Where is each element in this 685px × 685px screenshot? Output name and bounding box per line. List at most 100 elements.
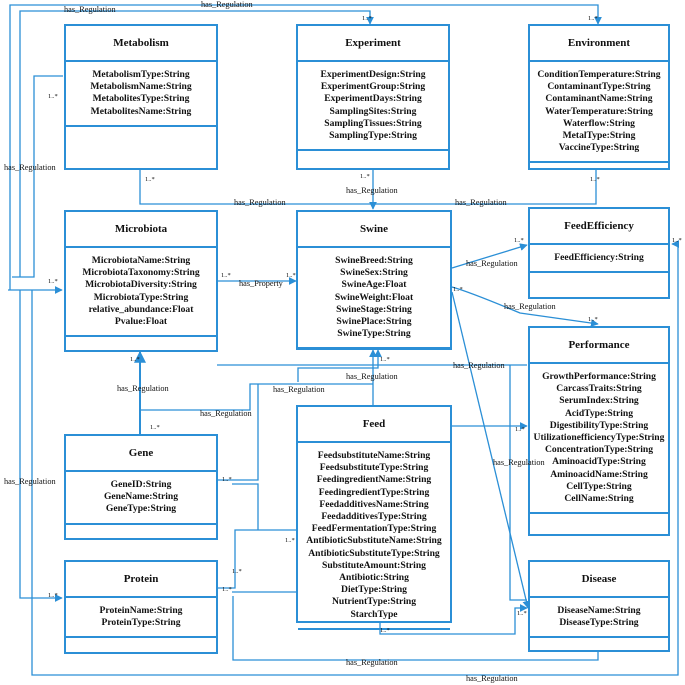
class-environment: Environment ConditionTemperature:String … (528, 24, 670, 170)
multiplicity: 1..* (150, 424, 160, 431)
class-metabolism: Metabolism MetabolismType:String Metabol… (64, 24, 218, 170)
attribute: SamplingTissues:String (324, 117, 422, 129)
multiplicity: 1..* (517, 610, 527, 617)
class-feed: Feed FeedsubstituteName:String Feedsubst… (296, 405, 452, 630)
attribute: ExperimentGroup:String (320, 81, 426, 93)
attribute: CellType:String (566, 480, 632, 492)
relation-label: has_Regulation (346, 658, 398, 667)
attribute-list: ProteinName:String ProteinType:String (66, 598, 216, 639)
attribute: ExperimentDesign:String (320, 69, 426, 80)
class-name: Disease (530, 562, 668, 598)
attribute: WaterTemperature:String (545, 105, 653, 117)
attribute: SwineBreed:String (335, 255, 413, 266)
relation-label: has_Regulation (466, 259, 518, 268)
attribute: GrowthPerformance:String (542, 371, 656, 382)
attribute: DiseaseName:String (557, 605, 641, 616)
attribute: SwineType:String (337, 328, 411, 340)
relation-label: has_Regulation (4, 163, 56, 172)
edge-performance-disease (509, 365, 527, 601)
attribute: MicrobiotaType:String (93, 291, 189, 303)
attribute: UtilizationefficiencyType:String (533, 432, 665, 444)
attribute: CarcassTraits:String (556, 383, 642, 395)
attribute: ConditionTemperature:String (537, 69, 661, 80)
attribute-list: GrowthPerformance:String CarcassTraits:S… (530, 364, 668, 515)
class-name: Performance (530, 328, 668, 364)
attribute: AcidType:String (564, 407, 634, 419)
multiplicity: 1..* (221, 272, 231, 279)
attribute-list: SwineBreed:String SwineSex:String SwineA… (298, 248, 450, 350)
attribute-list: GeneID:String GeneName:String GeneType:S… (66, 472, 216, 525)
relation-label: has_Regulation (64, 5, 116, 14)
attribute: ContaminantName:String (545, 93, 653, 105)
multiplicity: 1..* (286, 272, 296, 279)
attribute: CellName:String (564, 493, 634, 505)
relation-label: has_Regulation (117, 384, 169, 393)
multiplicity: 1..* (145, 176, 155, 183)
attribute: FeedadditivesType:String (321, 511, 427, 523)
attribute: FeedEfficiency:String (554, 252, 644, 263)
attribute-list: MicrobiotaName:String MicrobiotaTaxonomy… (66, 248, 216, 338)
edge-feed-swine-2 (297, 349, 382, 382)
multiplicity: 1..* (285, 537, 295, 544)
attribute: FeedsubstituteType:String (319, 462, 429, 474)
class-performance: Performance GrowthPerformance:String Car… (528, 326, 670, 536)
edge-environment-swine (375, 170, 597, 205)
class-protein: Protein ProteinName:String ProteinType:S… (64, 560, 218, 654)
class-swine: Swine SwineBreed:String SwineSex:String … (296, 210, 452, 350)
class-feedefficiency: FeedEfficiency FeedEfficiency:String (528, 207, 670, 299)
attribute: SerumIndex:String (559, 395, 639, 407)
attribute: ContaminantType:String (547, 81, 651, 93)
attribute: FeedingredientType:String (318, 486, 430, 498)
attribute: ConcentrationType:String (544, 444, 653, 456)
attribute: SwineSex:String (340, 267, 408, 279)
attribute: MetalType:String (562, 130, 636, 142)
class-name: Microbiota (66, 212, 216, 248)
multiplicity: 1..* (130, 356, 140, 363)
attribute: MetabolismName:String (90, 81, 192, 93)
relation-label: has_Regulation (346, 186, 398, 195)
attribute: SwinePlace:String (336, 316, 412, 328)
edge-swine-disease (451, 291, 531, 609)
edge-environment-top (9, 4, 602, 290)
attribute: SubstituteAmount:String (322, 559, 426, 571)
attribute: DigestibilityType:String (549, 419, 649, 431)
multiplicity: 1..* (588, 316, 598, 323)
attribute: DietType:String (341, 584, 407, 596)
edge-gene-microbiota-loop (140, 383, 373, 411)
attribute: ProteinName:String (99, 605, 183, 616)
attribute-list: ConditionTemperature:String ContaminantT… (530, 62, 668, 164)
attribute: AntibioticSubstituteType:String (308, 547, 440, 559)
class-gene: Gene GeneID:String GeneName:String GeneT… (64, 434, 218, 540)
attribute: GeneType:String (105, 503, 177, 515)
class-name: Experiment (298, 26, 448, 62)
multiplicity: 1..* (588, 15, 598, 22)
class-experiment: Experiment ExperimentDesign:String Exper… (296, 24, 450, 170)
edge-metabolism-microbiota-left (12, 75, 63, 278)
attribute: GeneID:String (110, 479, 172, 490)
attribute: DiseaseType:String (559, 617, 639, 629)
edge-feed-bottom (232, 596, 599, 661)
attribute: MicrobiotaName:String (91, 255, 191, 266)
edge-bottom-frame (31, 240, 680, 676)
multiplicity: 1..* (380, 356, 390, 363)
multiplicity: 1..* (362, 15, 372, 22)
attribute: SwineAge:Float (341, 279, 407, 291)
edge-swine-performance (451, 286, 599, 327)
relation-label: has_Regulation (455, 198, 507, 207)
relation-label: has_Regulation (201, 0, 253, 9)
attribute-list: DiseaseName:String DiseaseType:String (530, 598, 668, 639)
attribute: ProteinType:String (101, 617, 181, 629)
edge-gene-feed (217, 384, 259, 481)
attribute: MetabolitesType:String (92, 93, 190, 105)
class-name: Metabolism (66, 26, 216, 62)
attribute-list: ExperimentDesign:String ExperimentGroup:… (298, 62, 448, 152)
edge-left-protein (19, 290, 63, 602)
attribute-list: FeedsubstituteName:String Feedsubstitute… (298, 443, 450, 630)
multiplicity: 1..* (48, 278, 58, 285)
relation-label: has_Regulation (4, 477, 56, 486)
attribute: Waterflow:String (563, 117, 635, 129)
multiplicity: 1..* (514, 237, 524, 244)
attribute: SwineStage:String (336, 303, 412, 315)
class-name: Gene (66, 436, 216, 472)
